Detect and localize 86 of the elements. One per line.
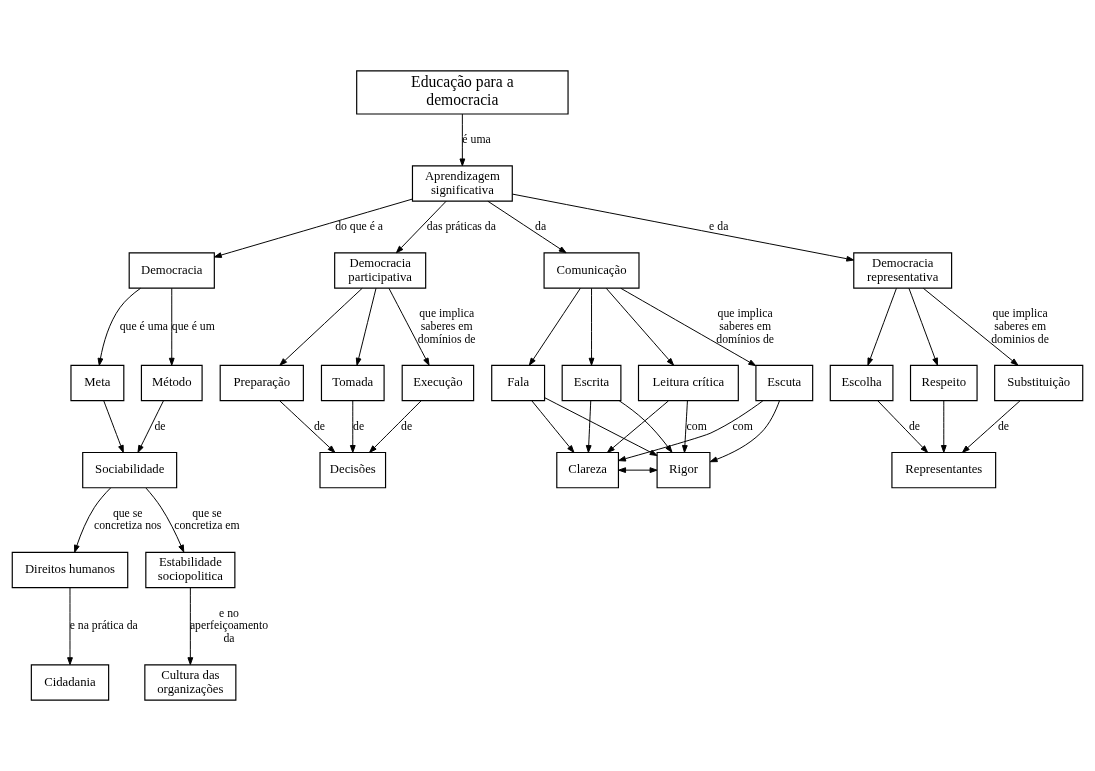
arrow (487, 200, 567, 254)
arrow (618, 400, 673, 453)
edge-label: com (732, 419, 753, 433)
arrow (709, 400, 780, 463)
edge-label: com (686, 419, 707, 433)
node-box: Comunicação (543, 252, 640, 289)
node-box: Cultura das organizações (144, 664, 237, 701)
edge-label: de (401, 419, 413, 433)
arrow (962, 400, 1021, 453)
arrow (922, 287, 1019, 366)
node-box: Leitura crítica (637, 364, 739, 402)
node-box: Respeito (909, 364, 978, 402)
arrow (607, 400, 669, 453)
arrow (531, 400, 575, 453)
arrow (618, 400, 764, 462)
node-box: Sociabilidade (82, 451, 178, 489)
node-box: Direitos humanos (11, 551, 129, 589)
arrow (682, 400, 688, 453)
edge-label: que implica saberes em domínios de (716, 307, 775, 346)
node-box: Educação para a democracia (356, 70, 569, 115)
edge-label: que implica saberes em dominios de (991, 307, 1049, 346)
node-box: Democracia representativa (853, 252, 953, 289)
node-box: Decisões (319, 451, 387, 489)
node-box: Clareza (556, 451, 620, 489)
arrow (168, 287, 175, 366)
arrow (74, 487, 112, 553)
arrow (940, 400, 947, 453)
node-box: Fala (491, 364, 546, 402)
edge-label: de (353, 419, 365, 433)
arrow (395, 200, 447, 254)
edge-label: que se concretiza nos (94, 506, 162, 533)
edge-label: que implica saberes em domínios de (417, 307, 476, 346)
arrow (145, 487, 185, 553)
arrow (187, 587, 194, 666)
node-box: Preparação (219, 364, 304, 402)
arrow (369, 400, 422, 453)
arrow (459, 113, 466, 167)
arrow (618, 467, 658, 474)
node-box: Tomada (320, 364, 385, 402)
edge-label: que é um (171, 319, 215, 333)
edge-label: de (908, 419, 920, 433)
arrow (588, 287, 595, 366)
arrow (544, 397, 658, 456)
edge-label: que é uma (119, 319, 168, 333)
arrow (349, 400, 356, 453)
arrow (908, 287, 938, 366)
edge-label: das práticas da (426, 220, 496, 234)
arrow (103, 400, 124, 453)
arrow (279, 287, 363, 366)
edge-label: do que é a (335, 220, 384, 234)
arrow (388, 287, 430, 366)
node-box: Escolha (829, 364, 894, 402)
node-box: Rigor (656, 451, 711, 489)
edge-label: de (154, 419, 166, 433)
node-box: Escrita (561, 364, 622, 402)
node-box: Democracia (128, 252, 215, 289)
node-box: Substituição (994, 364, 1084, 402)
node-box: Aprendizagem significativa (411, 165, 513, 202)
arrow (279, 400, 336, 453)
node-box: Democracia participativa (334, 252, 427, 289)
arrow (355, 287, 377, 366)
edge-label: da (535, 220, 547, 234)
arrow (877, 400, 929, 453)
edge-label: de (997, 419, 1010, 433)
arrow (97, 287, 142, 366)
edge-label: de (313, 419, 326, 433)
arrow (867, 287, 897, 366)
edge-label: e na prática da (69, 619, 138, 633)
edge-label: é uma (462, 132, 491, 146)
arrow (137, 400, 164, 453)
node-box: Execução (401, 364, 475, 402)
arrow (585, 400, 592, 453)
arrow (528, 287, 581, 366)
node-box: Escuta (755, 364, 814, 402)
arrow (67, 587, 73, 666)
edge-label: e da (709, 220, 729, 234)
node-box: Método (140, 364, 203, 402)
node-box: Cidadania (30, 664, 110, 701)
arrow (620, 287, 757, 367)
node-box: Meta (70, 364, 125, 402)
node-box: Estabilidade sociopolitica (145, 551, 236, 589)
arrow (605, 287, 675, 366)
node-box: Representantes (891, 451, 997, 489)
arrow (511, 193, 855, 262)
edge-label: que se concretiza em (174, 506, 240, 533)
arrow (213, 198, 413, 258)
